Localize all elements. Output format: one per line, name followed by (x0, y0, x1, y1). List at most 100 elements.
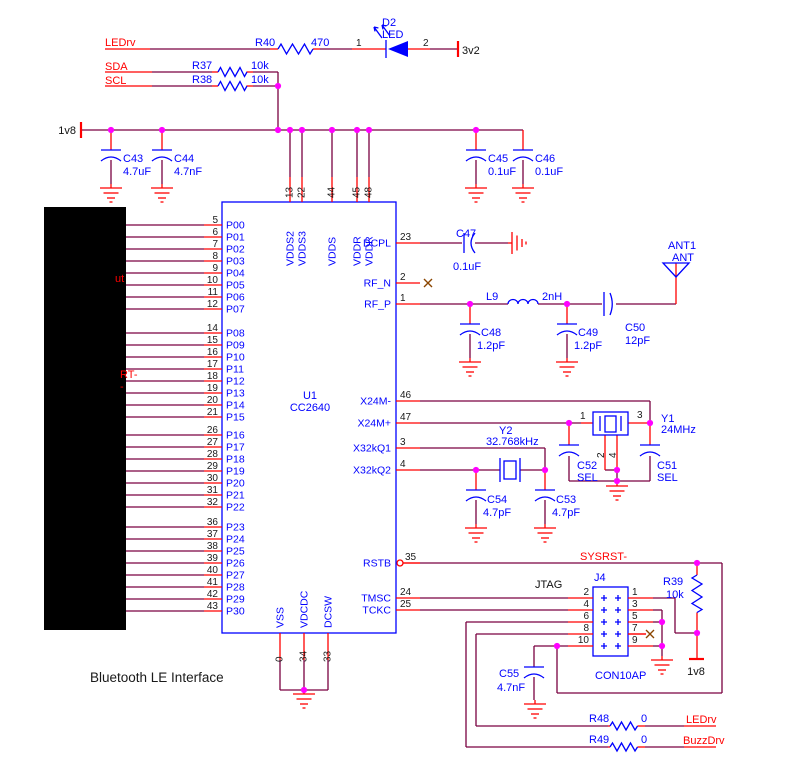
pin-number-P10: 16 (207, 347, 219, 358)
junction-dot (365, 126, 373, 134)
pin-number-d2-1: 1 (356, 38, 362, 49)
pin-number-P13: 19 (207, 383, 219, 394)
power-label-1v8-jtag: 1v8 (687, 666, 705, 678)
net-label-ledrv-top: LEDrv (105, 37, 136, 49)
value-c52: SEL (577, 472, 598, 484)
pin-name-VDDS2-13: VDDS2 (285, 231, 297, 266)
j4-pin-number-3: 3 (632, 599, 638, 610)
value-c45: 0.1uF (488, 166, 516, 178)
capacitor-c49-symbol (556, 323, 578, 336)
pin-number-P30: 43 (207, 601, 219, 612)
pin-number-P16: 26 (207, 425, 219, 436)
pin-name-P24: P24 (226, 534, 245, 546)
ground-c43-icon (99, 183, 123, 203)
pin-number-X24M+: 47 (400, 412, 412, 423)
j4-pin-number-5: 5 (632, 611, 638, 622)
value-c44: 4.7nF (174, 166, 202, 178)
value-c48: 1.2pF (477, 340, 505, 352)
value-r39: 10k (666, 589, 684, 601)
pin-name-P03: P03 (226, 256, 245, 268)
capacitor-c51-symbol (639, 444, 661, 457)
ref-c44: C44 (174, 153, 194, 165)
junction-dot (107, 126, 115, 134)
net-label-partial-p05: ut (115, 273, 124, 285)
pin-number-P28: 41 (207, 577, 219, 588)
pin-name-P02: P02 (226, 244, 245, 256)
pin-number-P18: 28 (207, 449, 219, 460)
pin-number-P14: 20 (207, 395, 219, 406)
ref-y2: Y2 (499, 425, 512, 437)
pin-number-P25: 38 (207, 541, 219, 552)
capacitor-c55-symbol (523, 666, 545, 679)
pin-number-P00: 5 (212, 215, 218, 226)
value-c55: 4.7nF (497, 682, 525, 694)
pin-name-X24M+: X24M+ (357, 418, 391, 430)
pin-number-P27: 40 (207, 565, 219, 576)
pin-number-P19: 29 (207, 461, 219, 472)
value-r49: 0 (641, 734, 647, 746)
pin-name-P28: P28 (226, 582, 245, 594)
ref-c55: C55 (499, 668, 519, 680)
pin-number-DCSW: 33 (323, 650, 334, 662)
led-d2-symbol (373, 24, 408, 58)
pins-layer (79, 41, 716, 748)
value-r40: 470 (311, 37, 329, 49)
capacitor-c53-symbol (534, 489, 556, 502)
ground-c47-icon (507, 231, 527, 255)
junction-dot (274, 82, 282, 90)
ref-r37: R37 (192, 60, 212, 72)
value-c49: 1.2pF (574, 340, 602, 352)
net-label-buzzdrv: BuzzDrv (683, 735, 725, 747)
ground-c44-icon (150, 183, 174, 203)
j4-pin-number-10: 10 (578, 635, 590, 646)
pin-number-P05: 10 (207, 275, 219, 286)
pin-name-P13: P13 (226, 388, 245, 400)
antenna-ant1-symbol (661, 262, 691, 278)
ref-u1: U1 (303, 390, 317, 402)
pin-name-P06: P06 (226, 292, 245, 304)
crystal-y2-symbol (499, 458, 521, 482)
ground-c46-icon (511, 183, 535, 203)
pin-number-P23: 36 (207, 517, 219, 528)
ref-l9: L9 (486, 291, 498, 303)
pin-name-P17: P17 (226, 442, 245, 454)
ref-r38: R38 (192, 74, 212, 86)
junction-dot (553, 642, 561, 650)
resistor-r39-symbol (690, 574, 704, 614)
ref-c50: C50 (625, 322, 645, 334)
capacitor-c45-symbol (465, 149, 487, 162)
ref-r40: R40 (255, 37, 275, 49)
value-r48: 0 (641, 713, 647, 725)
pin-number-y1-2: 2 (596, 452, 607, 458)
pin-number-P07: 12 (207, 299, 219, 310)
capacitor-c50-symbol (603, 292, 613, 316)
j4-contact-plus-icon (601, 631, 607, 637)
pin-number-44: 44 (327, 186, 338, 198)
pin-number-RF_N: 2 (400, 272, 406, 283)
pin-name-P18: P18 (226, 454, 245, 466)
pin-number-P06: 11 (208, 287, 219, 298)
pin-name-P25: P25 (226, 546, 245, 558)
j4-pin-number-8: 8 (583, 623, 589, 634)
pin-number-X24M-: 46 (400, 390, 412, 401)
j4-contact-plus-icon (601, 619, 607, 625)
pin-number-VDCDC: 34 (299, 650, 310, 662)
pin-name-P20: P20 (226, 478, 245, 490)
ref-c45: C45 (488, 153, 508, 165)
pin-number-y1-3: 3 (637, 410, 643, 421)
pin-name-X24M-: X24M- (360, 396, 391, 408)
value-ant1: ANT (672, 252, 694, 264)
junction-dot (693, 559, 701, 567)
pin-name-P09: P09 (226, 340, 245, 352)
ref-r48: R48 (589, 713, 609, 725)
resistor-r40-symbol (277, 42, 314, 56)
pin-name-P10: P10 (226, 352, 245, 364)
redaction-box (44, 207, 126, 630)
ref-c43: C43 (123, 153, 143, 165)
capacitor-c54-symbol (465, 489, 487, 502)
rstb-bubble (396, 559, 404, 567)
net-label-ledrv-bottom: LEDrv (686, 714, 717, 726)
